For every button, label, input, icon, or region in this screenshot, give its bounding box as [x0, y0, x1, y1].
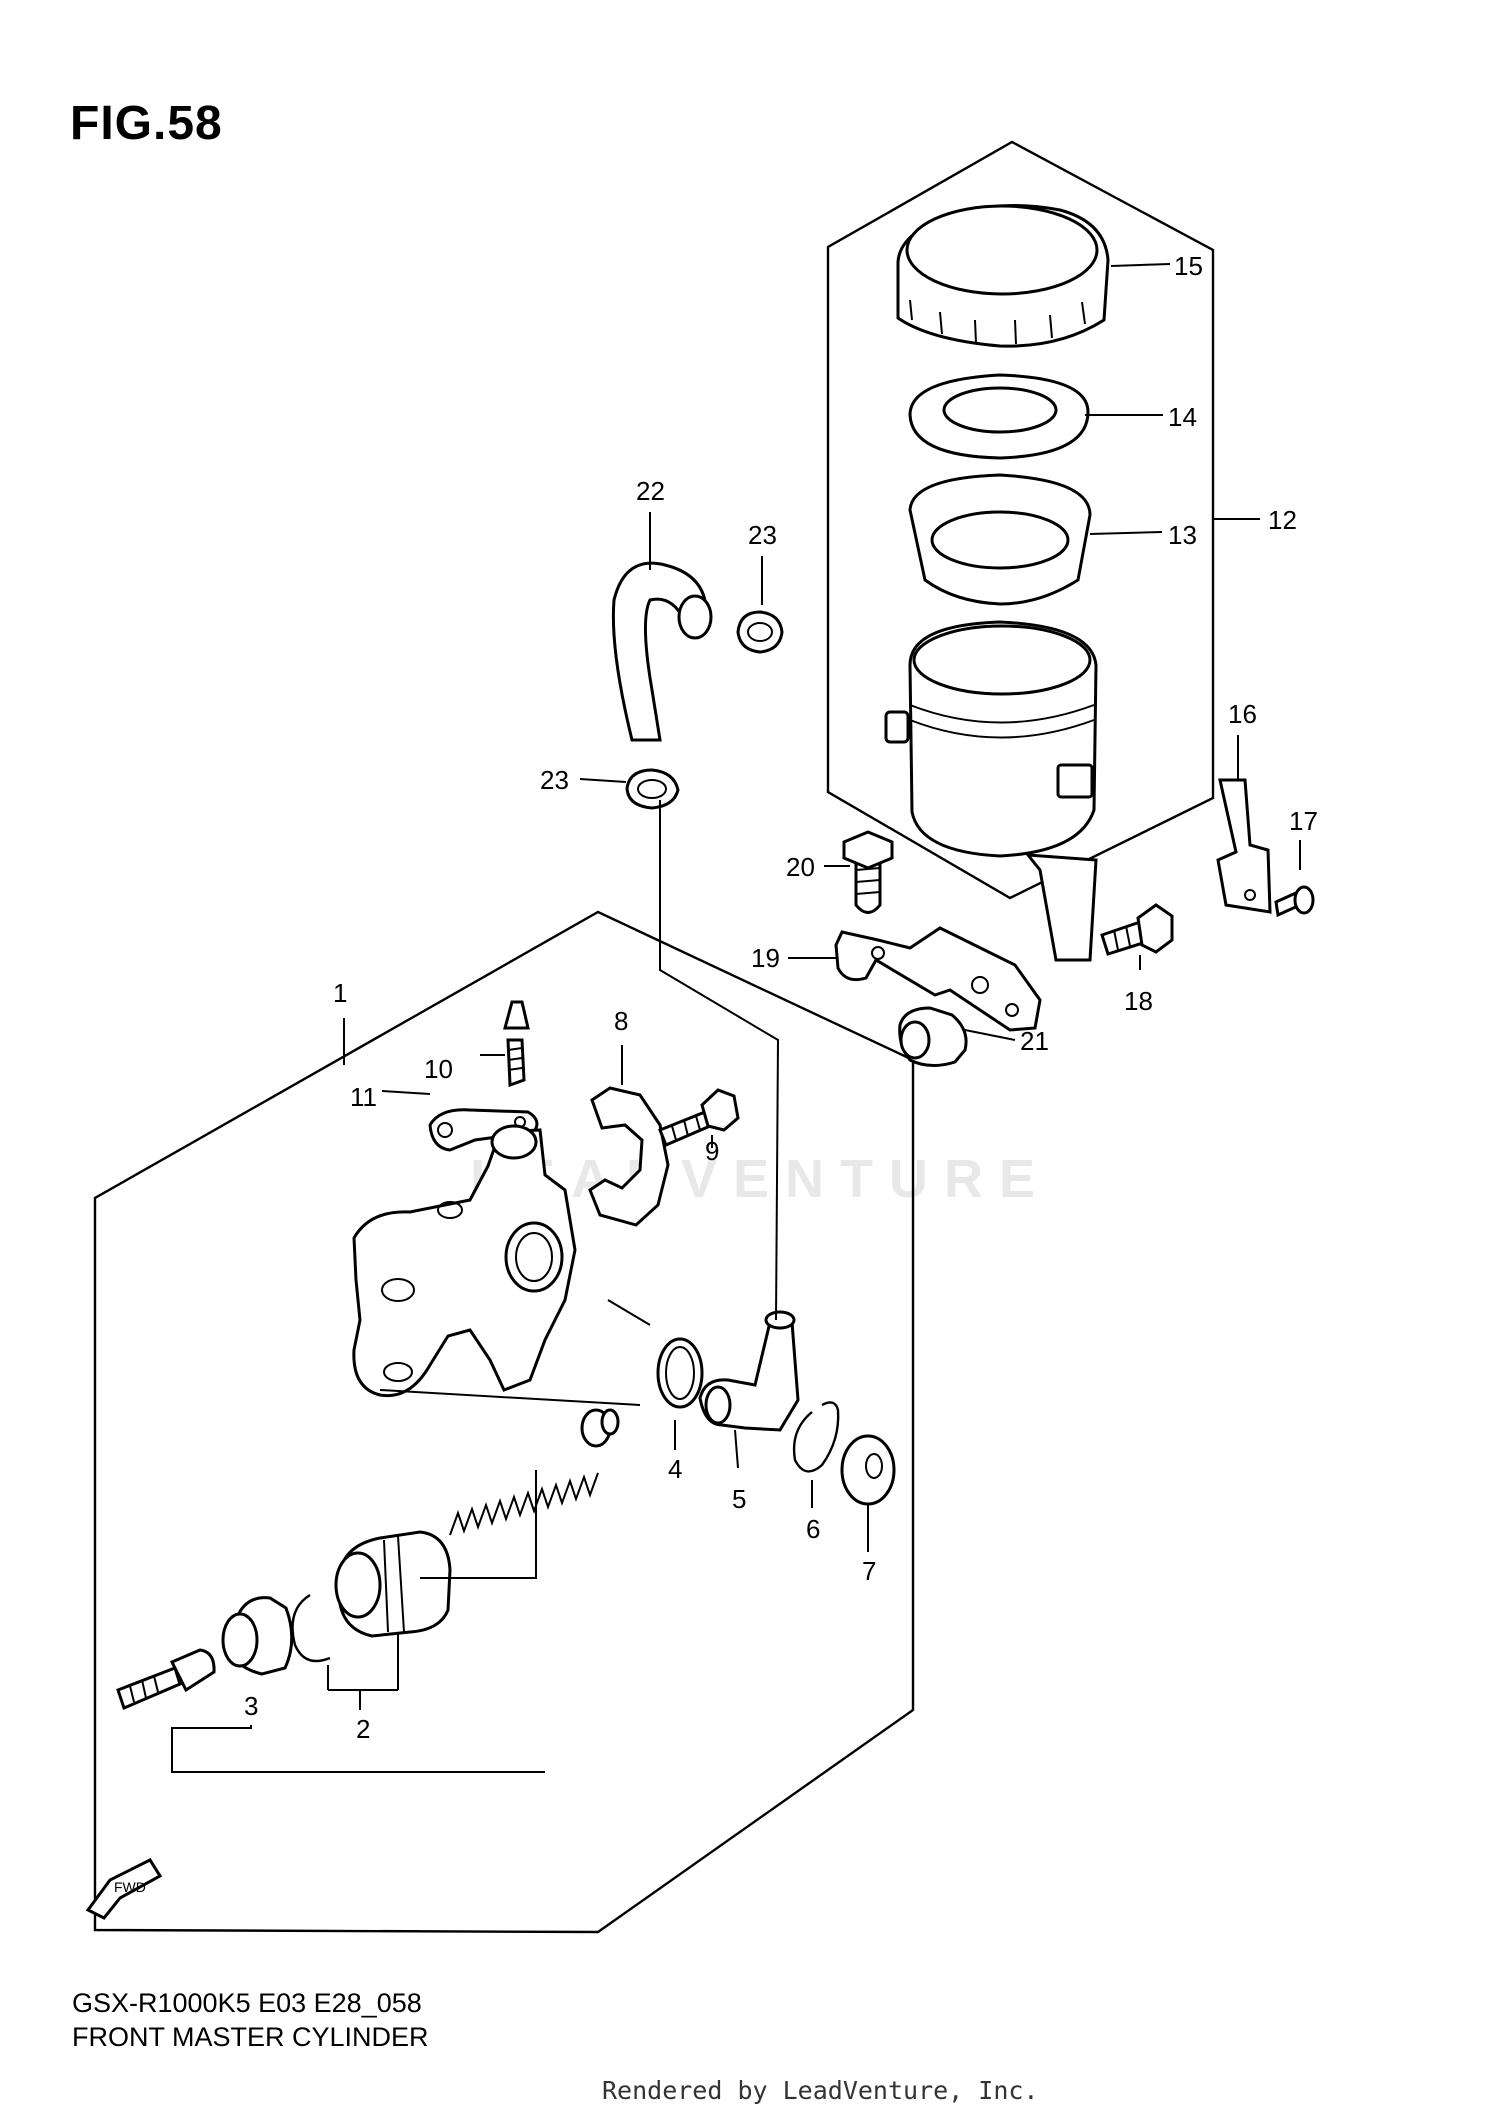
- callout-23-lower[interactable]: 23: [540, 765, 569, 795]
- bleeder-screw-icon: [503, 1000, 530, 1088]
- callout-16[interactable]: 16: [1228, 699, 1257, 729]
- callout-3[interactable]: 3: [244, 1691, 258, 1721]
- reservoir-cap-icon: [896, 203, 1110, 348]
- bolt-18-icon: [1100, 903, 1174, 956]
- diaphragm-icon: [908, 473, 1092, 606]
- callout-18[interactable]: 18: [1124, 986, 1153, 1016]
- o-ring-icon: [656, 1337, 704, 1409]
- callout-14[interactable]: 14: [1168, 402, 1197, 432]
- piston-cup-icon: [221, 1596, 294, 1676]
- callout-5[interactable]: 5: [732, 1484, 746, 1514]
- fwd-label: FWD: [114, 1879, 146, 1895]
- handlebar-clamp-icon: [588, 1086, 670, 1227]
- callout-6[interactable]: 6: [806, 1514, 820, 1544]
- hose-clamp-upper-icon: [736, 610, 784, 654]
- spring-icon: [449, 1408, 620, 1536]
- reservoir-tank-icon: [884, 620, 1098, 962]
- circlip-icon: [792, 1401, 840, 1473]
- bleeder-cover-icon: [428, 1108, 539, 1152]
- callout-13[interactable]: 13: [1168, 520, 1197, 550]
- bracket-icon: [1216, 778, 1272, 914]
- master-cylinder-assembly-frame: [93, 910, 915, 1934]
- fwd-direction-icon: FWD: [85, 1858, 163, 1920]
- callout-23-upper[interactable]: 23: [748, 520, 777, 550]
- callout-7[interactable]: 7: [862, 1556, 876, 1586]
- leader-lines: [171, 263, 1301, 1773]
- reservoir-hose-icon: [611, 561, 713, 742]
- diagram-subtitle: FRONT MASTER CYLINDER: [72, 2022, 429, 2052]
- push-rod-icon: [116, 1648, 216, 1711]
- dust-boot-icon: [840, 1434, 896, 1506]
- hose-clamp-lower-icon: [625, 768, 680, 810]
- callout-1[interactable]: 1: [333, 978, 347, 1008]
- reservoir-assembly-frame: [826, 140, 1215, 900]
- callout-21[interactable]: 21: [1020, 1026, 1049, 1056]
- render-credit: Rendered by LeadVenture, Inc.: [602, 2076, 1039, 2105]
- callout-19[interactable]: 19: [751, 943, 780, 973]
- grommet-icon: [898, 1006, 968, 1067]
- hose-connector-icon: [698, 1310, 800, 1432]
- callout-4[interactable]: 4: [668, 1454, 682, 1484]
- callout-12[interactable]: 12: [1268, 505, 1297, 535]
- callout-15[interactable]: 15: [1174, 251, 1203, 281]
- callout-11[interactable]: 11: [350, 1082, 377, 1112]
- piston-icon: [334, 1530, 452, 1638]
- reservoir-bolt-icon: [842, 830, 894, 914]
- model-code: GSX-R1000K5 E03 E28_058: [72, 1988, 422, 2018]
- clamp-bolt-icon: [658, 1088, 740, 1147]
- callout-8[interactable]: 8: [614, 1006, 628, 1036]
- callout-10[interactable]: 10: [424, 1054, 453, 1084]
- callout-20[interactable]: 20: [786, 852, 815, 882]
- callout-17[interactable]: 17: [1289, 806, 1318, 836]
- diaphragm-plate-icon: [908, 373, 1090, 460]
- callout-2[interactable]: 2: [356, 1714, 370, 1744]
- figure-title: FIG.58: [70, 97, 223, 150]
- piston-circlip-icon: [291, 1593, 331, 1663]
- master-cylinder-body-icon: [352, 1124, 577, 1398]
- reservoir-mount-bracket-icon: [834, 926, 1042, 1032]
- callout-22[interactable]: 22: [636, 476, 665, 506]
- callout-9[interactable]: 9: [705, 1136, 719, 1166]
- screw-icon: [1274, 885, 1315, 918]
